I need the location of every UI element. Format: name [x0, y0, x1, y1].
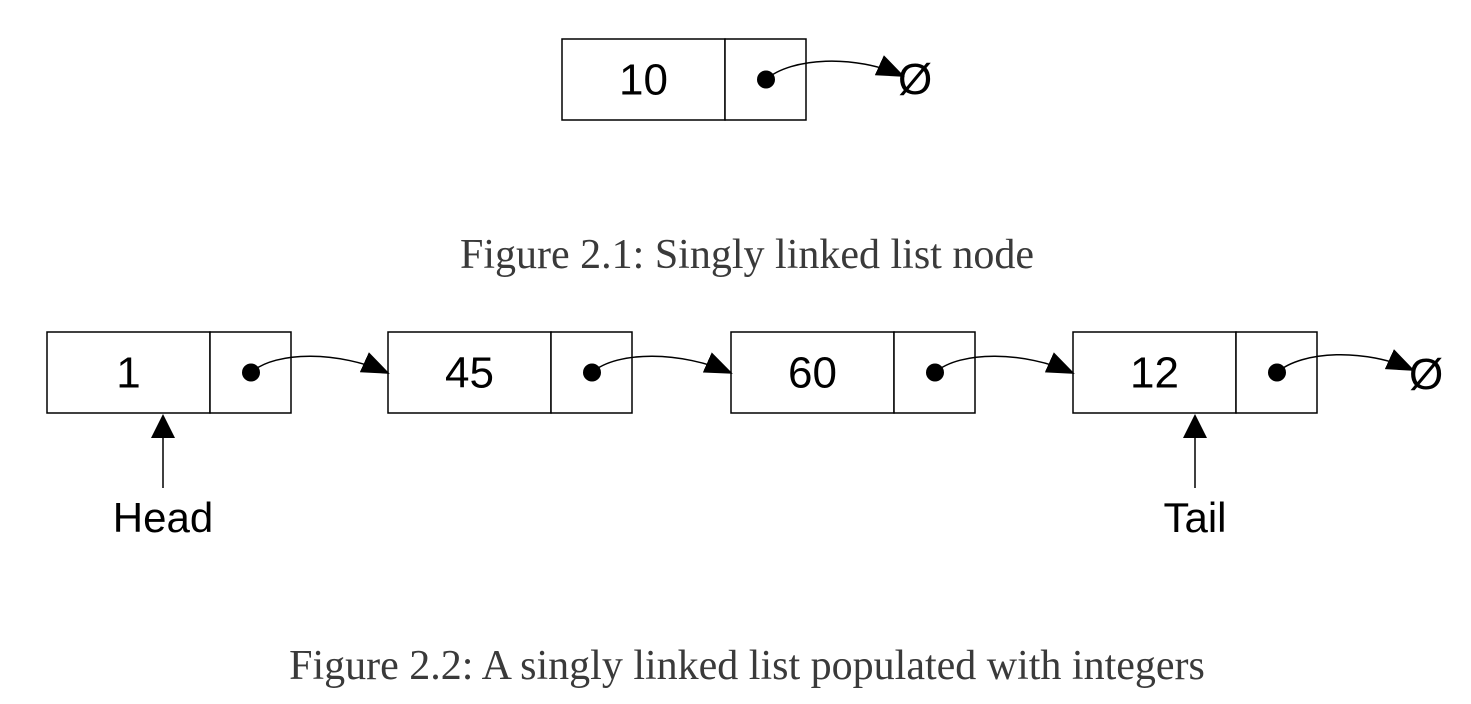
figure-single-node-nodes: 10 — [561, 38, 807, 121]
figure-single-node: 10 Ø Figure 2.1: Singly linked list node — [460, 38, 1034, 278]
next-link-arrow — [934, 352, 1075, 374]
pointer-arrowhead-icon — [151, 414, 175, 438]
figure-caption-single-node: Figure 2.1: Singly linked list node — [460, 232, 1034, 278]
figure-linked-list-links: Ø — [250, 349, 1443, 399]
node-value: 1 — [116, 349, 140, 398]
figure-single-node-links: Ø — [765, 55, 932, 104]
node-value-cell — [730, 331, 895, 414]
node-value: 60 — [788, 349, 837, 398]
pointer-arrowhead-icon — [1183, 414, 1207, 438]
node-value: 45 — [445, 349, 494, 398]
next-link-arrow — [250, 352, 390, 374]
list-node: 45 — [387, 331, 633, 414]
null-terminator-symbol: Ø — [1409, 350, 1443, 399]
list-pointer-head: Head — [113, 414, 213, 541]
list-node: 12 — [1072, 331, 1318, 414]
figure-linked-list: 1 45 60 12 Ø Head Tail Figure 2.2: A singly … — [46, 331, 1443, 689]
next-link-arrow — [1276, 349, 1415, 374]
figure-linked-list-pointers: Head Tail — [113, 414, 1227, 541]
node-value-cell — [1072, 331, 1237, 414]
node-value: 12 — [1130, 349, 1179, 398]
list-node: 1 — [46, 331, 292, 414]
node-value-cell — [561, 38, 726, 121]
list-pointer-tail: Tail — [1163, 414, 1227, 541]
next-link-arrow — [591, 352, 733, 374]
pointer-label: Tail — [1163, 494, 1226, 541]
next-link-arrow — [765, 55, 905, 81]
figure-linked-list-nodes: 1 45 60 12 — [46, 331, 1318, 414]
node-value: 10 — [619, 56, 668, 105]
pointer-label: Head — [113, 494, 213, 541]
list-node: 60 — [730, 331, 976, 414]
node-value-cell — [387, 331, 552, 414]
null-terminator-symbol: Ø — [898, 55, 932, 104]
figure-caption-linked-list: Figure 2.2: A singly linked list populat… — [289, 643, 1205, 689]
node-value-cell — [46, 331, 211, 414]
list-node: 10 — [561, 38, 807, 121]
